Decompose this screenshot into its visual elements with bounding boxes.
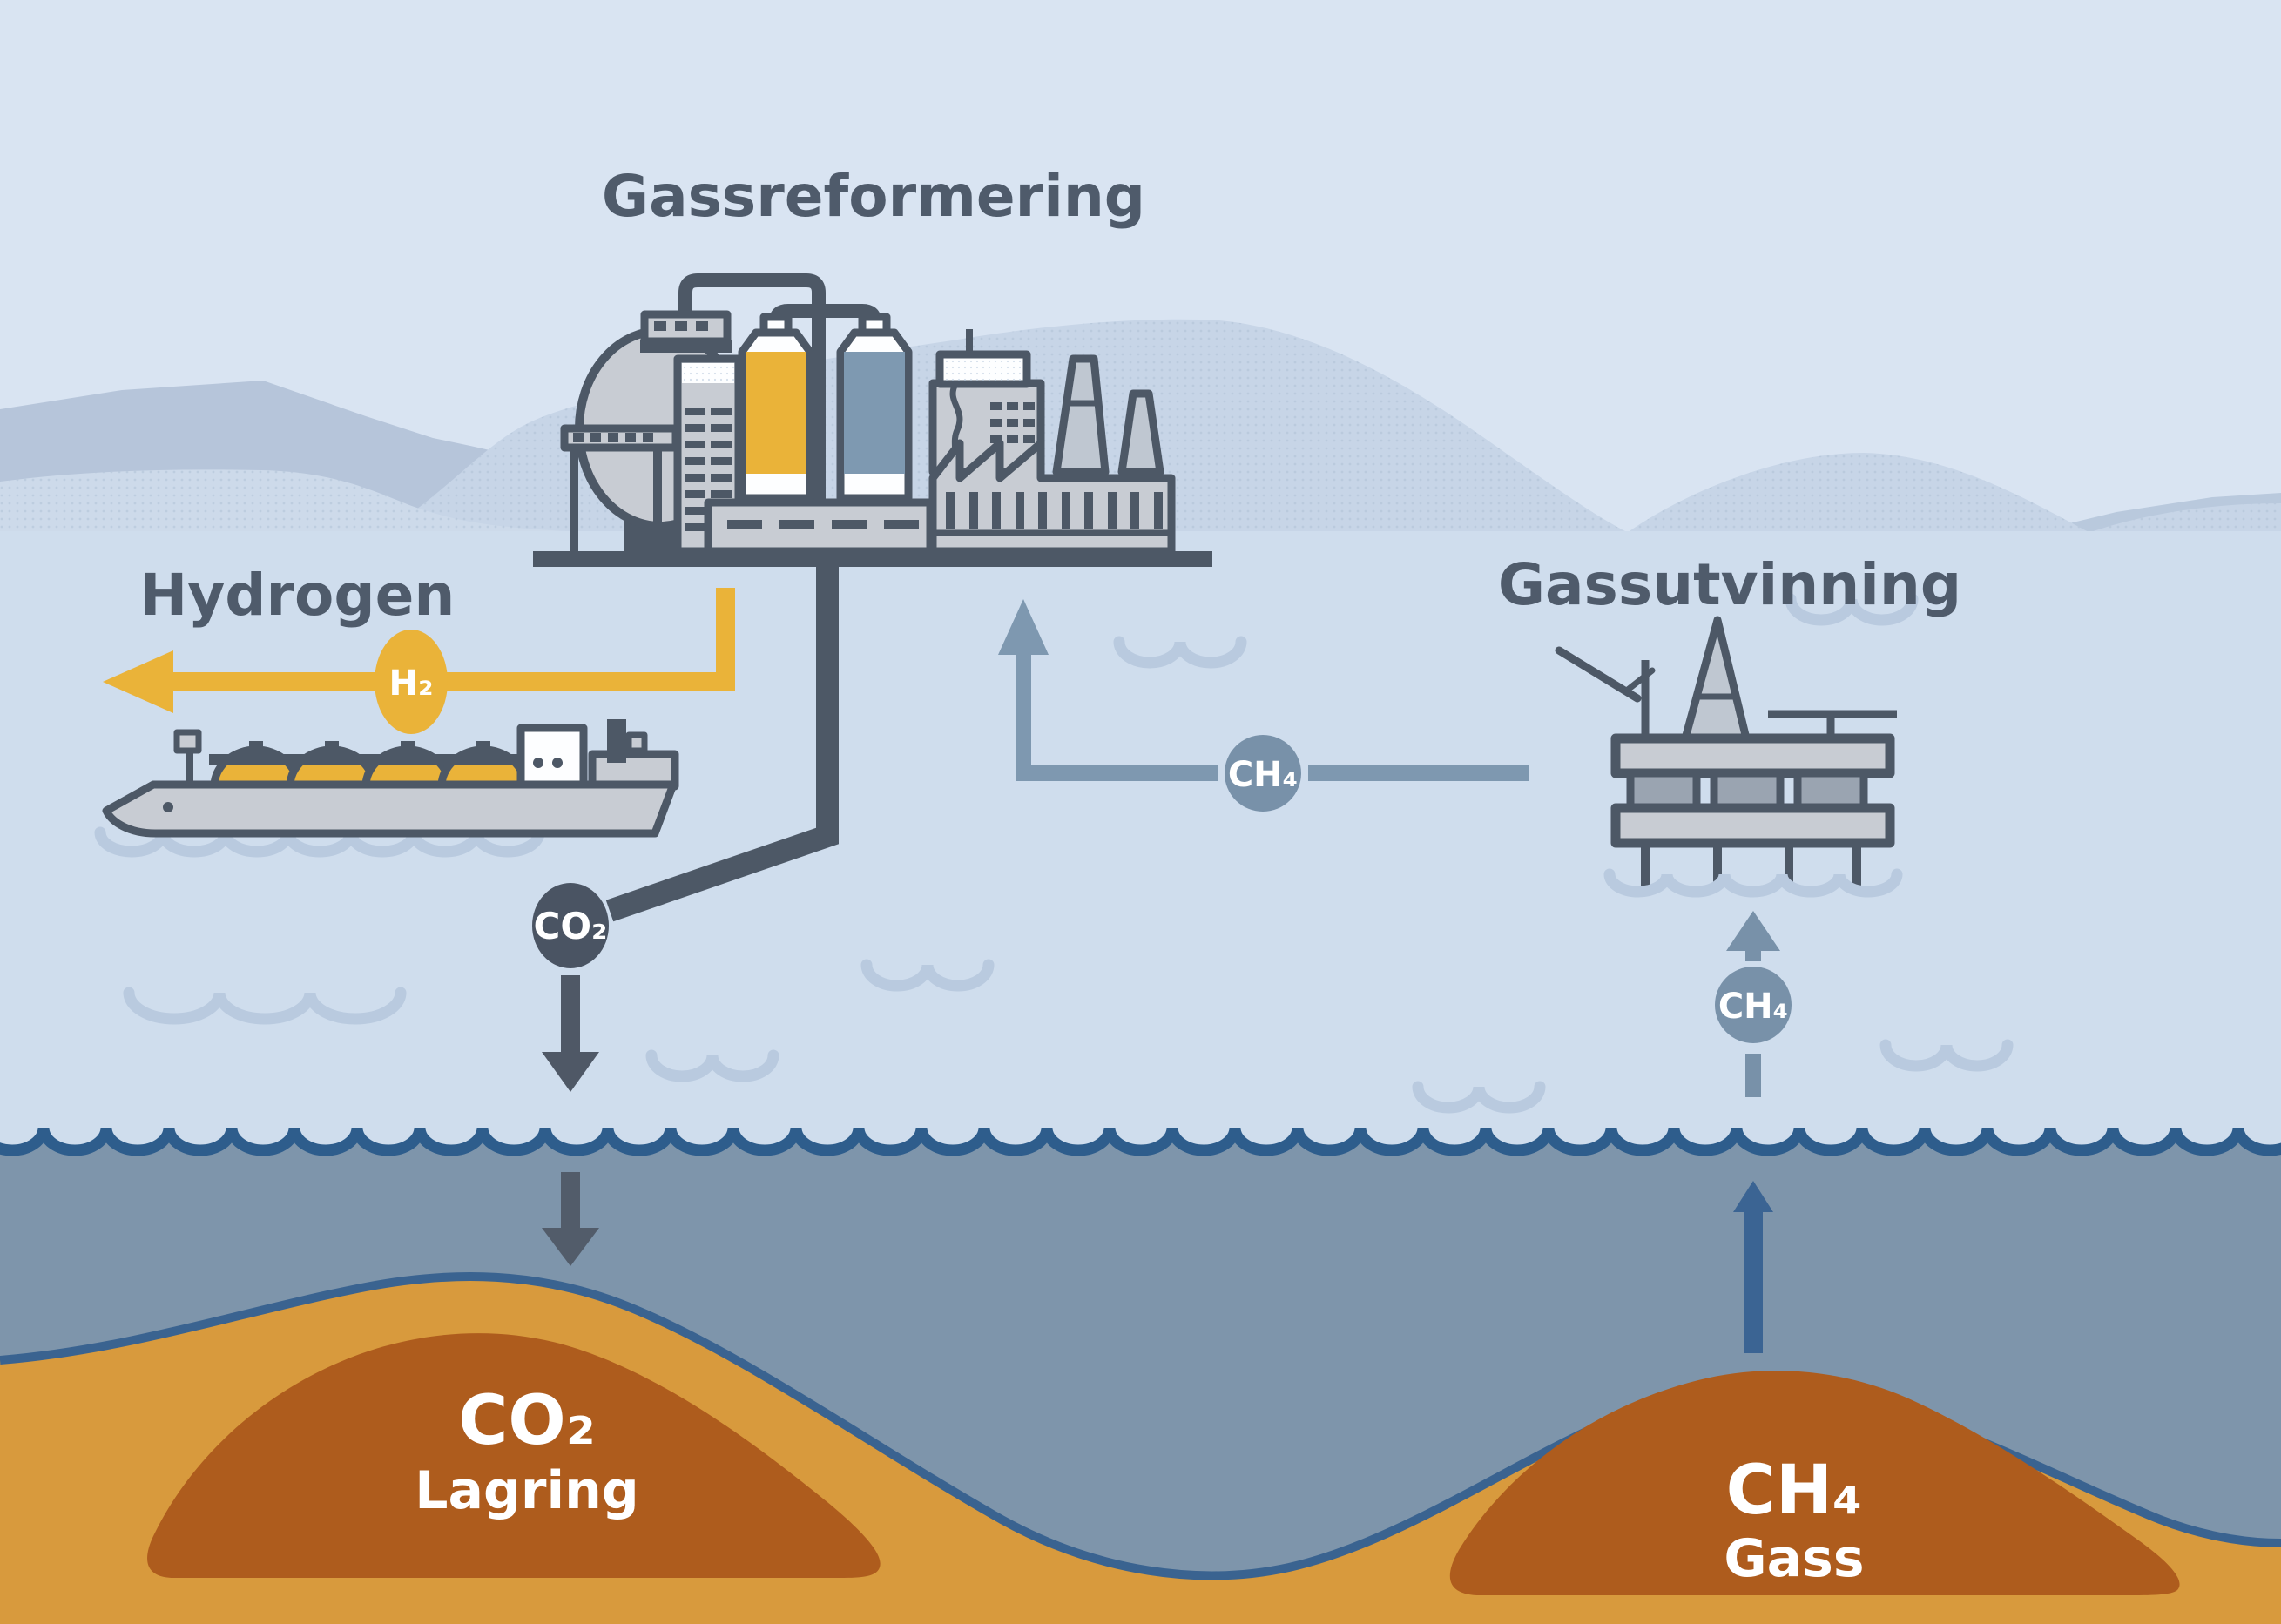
- badge-h2: [375, 630, 448, 734]
- factory-building-icon: [928, 329, 1176, 556]
- ch4-gas-reservoir: [1449, 1371, 2180, 1595]
- bow-mast: [173, 729, 202, 754]
- reservoir-ch4-formula: CH₄: [1726, 1452, 1863, 1530]
- hydrogen-pipe-arrow: [170, 588, 735, 691]
- label-gassutvinning: Gassutvinning: [1498, 551, 1961, 618]
- yellow-silo-icon: [738, 313, 814, 502]
- underwater-arrows: [542, 1172, 1773, 1353]
- badge-ch4-pipeline: [1225, 735, 1301, 812]
- arrow-left-icon: [103, 650, 173, 713]
- crane-boom: [1555, 646, 1642, 703]
- arrow-up-icon: [1733, 1181, 1773, 1212]
- dome-rail: [209, 754, 531, 765]
- ship-waterline-wave: [94, 826, 545, 858]
- label-hydrogen: Hydrogen: [139, 562, 455, 629]
- platform-legs: [1641, 841, 1861, 888]
- badge-ch4-pipeline-label: CH₄: [1228, 755, 1298, 795]
- platform-waterline-wave: [1603, 868, 1903, 898]
- sea-upper-band: [0, 531, 2281, 1151]
- badge-ch4-riser: [1715, 967, 1792, 1043]
- arrow-up-icon: [1726, 911, 1780, 951]
- ch4-riser-flow: CH₄: [1715, 911, 1792, 1097]
- ch4-pipeline: [1016, 655, 1218, 781]
- lng-tanker-ship-illustration: [94, 719, 679, 858]
- co2-pipe: [605, 567, 839, 922]
- platform-lower-deck: [1610, 803, 1895, 848]
- ship-funnel: [607, 719, 626, 763]
- ship-hull: [102, 780, 678, 838]
- plant-ground-bar: [533, 551, 1212, 567]
- ship-bridge: [516, 724, 588, 791]
- title-gassreformering: Gassreformering: [602, 163, 1145, 230]
- riser-dash: [1745, 1054, 1761, 1097]
- platform-upper-deck: [1610, 733, 1895, 778]
- offshore-platform-illustration: Gassutvinning: [1498, 551, 1961, 898]
- ch4-extraction-arrow: [1744, 1212, 1763, 1353]
- hydrogen-flow: H₂ Hydrogen: [103, 562, 735, 734]
- reservoir-co2-formula: CO₂: [458, 1382, 596, 1460]
- reservoir-co2-name: Lagring: [415, 1460, 639, 1521]
- co2-flow: CO₂: [532, 567, 839, 1092]
- co2-down-arrow: [561, 975, 580, 1052]
- badge-co2-label: CO₂: [534, 905, 608, 947]
- gas-reforming-plant-illustration: [533, 273, 1212, 567]
- cooling-tower-icon: [1052, 354, 1110, 476]
- sea-wave-line: [0, 1127, 2281, 1156]
- factory-slat-windows: [946, 492, 1163, 529]
- badge-h2-label: H₂: [389, 664, 434, 704]
- cooling-tower-icon: [1117, 389, 1164, 476]
- badge-co2: [532, 883, 609, 968]
- ch4-pipeline-flow: CH₄: [998, 599, 1529, 812]
- seabed: CO₂ Lagring CH₄ Gass: [0, 1272, 2281, 1624]
- arrow-down-icon: [542, 1228, 599, 1266]
- arrow-down-icon: [542, 1052, 599, 1092]
- plant-pipe: [678, 273, 826, 502]
- platform-module: [1793, 769, 1868, 812]
- blue-silo-icon: [836, 313, 913, 502]
- platform-module: [1710, 769, 1785, 812]
- platform-module: [1626, 769, 1701, 812]
- reservoir-ch4-name: Gass: [1724, 1528, 1864, 1589]
- co2-injection-arrow: [561, 1172, 580, 1228]
- badge-ch4-riser-label: CH₄: [1718, 987, 1788, 1027]
- arrow-up-icon: [998, 599, 1049, 655]
- co2-storage-reservoir: [147, 1333, 881, 1578]
